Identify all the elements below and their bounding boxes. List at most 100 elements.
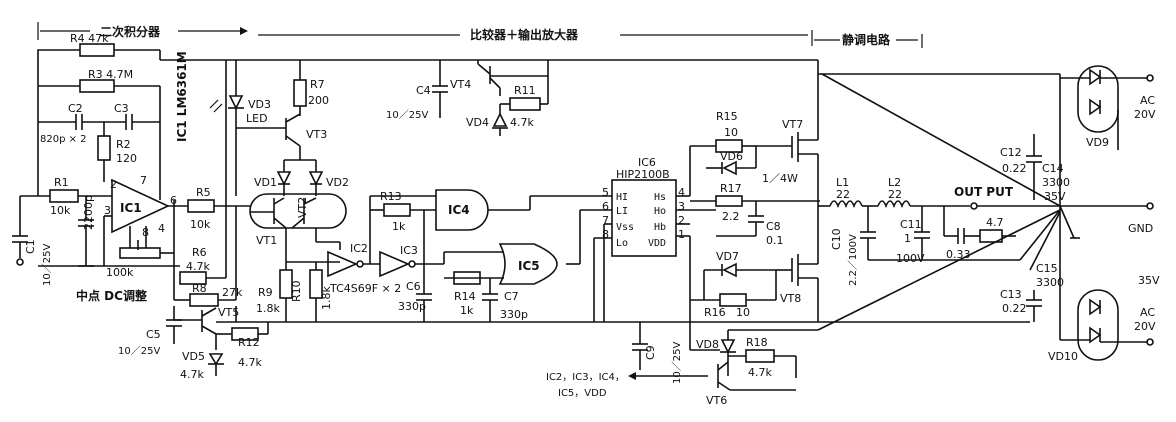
regulator-vt4 bbox=[432, 60, 549, 136]
label-c12-value: 0.22 bbox=[1002, 162, 1027, 175]
label-r17: R17 bbox=[720, 182, 742, 195]
transistor-pair-vt1-vt2 bbox=[249, 193, 347, 229]
label-vd6: VD6 bbox=[720, 150, 743, 163]
resistor-r11 bbox=[509, 97, 541, 111]
label-gnd: GND bbox=[1128, 222, 1153, 235]
label-l2: L2 bbox=[888, 176, 901, 189]
label-c7: C7 bbox=[504, 290, 519, 303]
label-vd8: VD8 bbox=[696, 338, 719, 351]
inverter-ic2 bbox=[327, 250, 359, 278]
pin-lo: Lo bbox=[616, 238, 628, 249]
label-ac-top: AC bbox=[1140, 94, 1155, 107]
resistor-r18 bbox=[745, 349, 775, 363]
label-tc4: TC4S69F × 2 bbox=[329, 282, 401, 295]
label-vt8: VT8 bbox=[780, 292, 801, 305]
label-vd1: VD1 bbox=[254, 176, 277, 189]
pin-8: 8 bbox=[142, 226, 149, 239]
pin-hi: HI bbox=[616, 192, 628, 203]
label-r13: R13 bbox=[380, 190, 402, 203]
label-c9-value: 10／25V bbox=[671, 342, 683, 384]
label-vt5: VT5 bbox=[218, 306, 239, 319]
label-l1: L1 bbox=[836, 176, 849, 189]
label-c4: C4 bbox=[416, 84, 431, 97]
label-r10: R10 bbox=[290, 280, 303, 302]
label-c15-value: 3300 bbox=[1036, 276, 1064, 289]
label-vt3: VT3 bbox=[306, 128, 327, 141]
label-r13-value: 1k bbox=[392, 220, 406, 233]
label-r1: R1 bbox=[54, 176, 69, 189]
label-ic5: IC5 bbox=[518, 259, 540, 273]
comparator-stage bbox=[209, 60, 612, 322]
gate-ic4 bbox=[435, 189, 489, 231]
label-c11: C11 bbox=[900, 218, 922, 231]
label-r6-value: 4.7k bbox=[186, 260, 210, 273]
label-r5: R5 bbox=[196, 186, 211, 199]
label-r15: R15 bbox=[716, 110, 738, 123]
resistor-r16 bbox=[719, 293, 747, 307]
section-label-tuning: 静调电路 bbox=[842, 32, 891, 47]
pin-3: 3 bbox=[104, 204, 111, 217]
pin-3-ic6: 3 bbox=[678, 200, 685, 213]
label-ic6: IC6 bbox=[638, 156, 656, 169]
inductor-l1 bbox=[829, 200, 863, 209]
label-ac-bottom-voltage: 20V bbox=[1134, 320, 1156, 333]
pin-li: LI bbox=[616, 206, 628, 217]
section-label-comparator: 比较器＋输出放大器 bbox=[470, 27, 579, 42]
label-c2: C2 bbox=[68, 102, 83, 115]
label-r14-value: 1k bbox=[460, 304, 474, 317]
label-c8-value: 0.1 bbox=[766, 234, 784, 247]
label-c11-value: 1 bbox=[904, 232, 911, 245]
resistor-r1 bbox=[49, 189, 79, 203]
pin-hs: Hs bbox=[654, 192, 666, 203]
label-r1-value: 10k bbox=[50, 204, 71, 217]
label-2200p: 2200p bbox=[82, 195, 95, 230]
gate-ic5 bbox=[498, 243, 558, 285]
label-r18: R18 bbox=[746, 336, 768, 349]
label-output: OUT PUT bbox=[954, 185, 1014, 199]
label-c8: C8 bbox=[766, 220, 781, 233]
opamp-ic1 bbox=[111, 178, 170, 234]
pin-hb: Hb bbox=[654, 222, 666, 233]
label-c1-value: 10／25V bbox=[41, 244, 53, 286]
label-c1: C1 bbox=[24, 239, 37, 254]
chip-ic6 bbox=[611, 179, 677, 257]
label-vd7: VD7 bbox=[716, 250, 739, 263]
label-l1-value: 22 bbox=[836, 188, 850, 201]
rectifier-vd9 bbox=[1077, 65, 1119, 133]
label-c6-value: 330p bbox=[398, 300, 426, 313]
label-ac-top-voltage: 20V bbox=[1134, 108, 1156, 121]
pin-5: 5 bbox=[602, 186, 609, 199]
label-r5-value: 10k bbox=[190, 218, 211, 231]
label-c10: C10 bbox=[830, 228, 843, 250]
label-c12: C12 bbox=[1000, 146, 1022, 159]
label-r17-value: 2.2 bbox=[722, 210, 740, 223]
label-r12: R12 bbox=[238, 336, 260, 349]
label-mid-dc: 中点 DC调整 bbox=[76, 288, 147, 303]
label-l2-value: 22 bbox=[888, 188, 902, 201]
label-c14-voltage: 35V bbox=[1044, 190, 1066, 203]
label-r18-value: 4.7k bbox=[748, 366, 772, 379]
label-ic6-part: HIP2100B bbox=[616, 168, 670, 181]
pin-ho: Ho bbox=[654, 206, 666, 217]
pin-6: 6 bbox=[170, 194, 177, 207]
label-vd3-led: LED bbox=[246, 112, 268, 125]
pin-8-ic6: 8 bbox=[602, 228, 609, 241]
label-ic3: IC3 bbox=[400, 244, 418, 257]
pin-2: 2 bbox=[110, 178, 117, 191]
section-markers bbox=[37, 22, 923, 48]
label-ac-bottom: AC bbox=[1140, 306, 1155, 319]
label-r7-value: 200 bbox=[308, 94, 329, 107]
label-c13: C13 bbox=[1000, 288, 1022, 301]
ac-bottom-terminal bbox=[1146, 338, 1154, 346]
output-filter bbox=[817, 65, 1154, 361]
label-vd10: VD10 bbox=[1048, 350, 1078, 363]
resistor-r17 bbox=[715, 195, 743, 207]
label-r3: R3 4.7M bbox=[88, 68, 133, 81]
label-r8: R8 bbox=[192, 282, 207, 295]
resistor-r5 bbox=[187, 199, 215, 213]
label-r-4-7: 4.7 bbox=[986, 216, 1004, 229]
resistor-r14 bbox=[453, 271, 481, 285]
label-r4: R4 47k bbox=[70, 32, 109, 45]
label-pot-100k: 100k bbox=[106, 266, 134, 279]
